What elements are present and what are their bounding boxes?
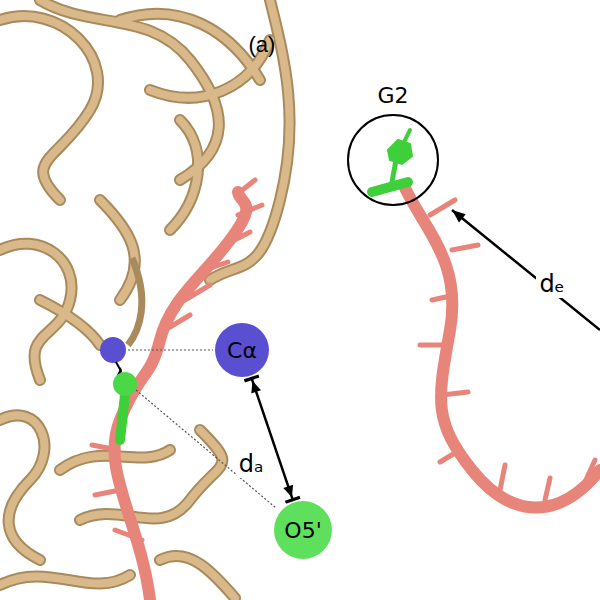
atom-name: Cα	[227, 338, 257, 363]
rna-strand-left	[92, 180, 262, 600]
residue-circle: G2	[347, 114, 439, 206]
panel-label: (a)	[246, 32, 279, 58]
distance-label: dₑ	[536, 270, 567, 298]
distance-arrow	[252, 378, 293, 499]
rna-strand-right	[405, 188, 600, 508]
distance-label: dₐ	[237, 450, 266, 478]
g2-nucleotide	[372, 130, 412, 192]
de-distance-arrow	[452, 210, 600, 330]
atom-circle: Cα	[215, 323, 269, 377]
residue-name: G2	[377, 83, 408, 108]
atom-spheres	[100, 258, 276, 508]
atom-name: O5'	[284, 518, 321, 543]
atom-circle: O5'	[274, 501, 332, 559]
protein-ribbons	[0, 0, 290, 598]
